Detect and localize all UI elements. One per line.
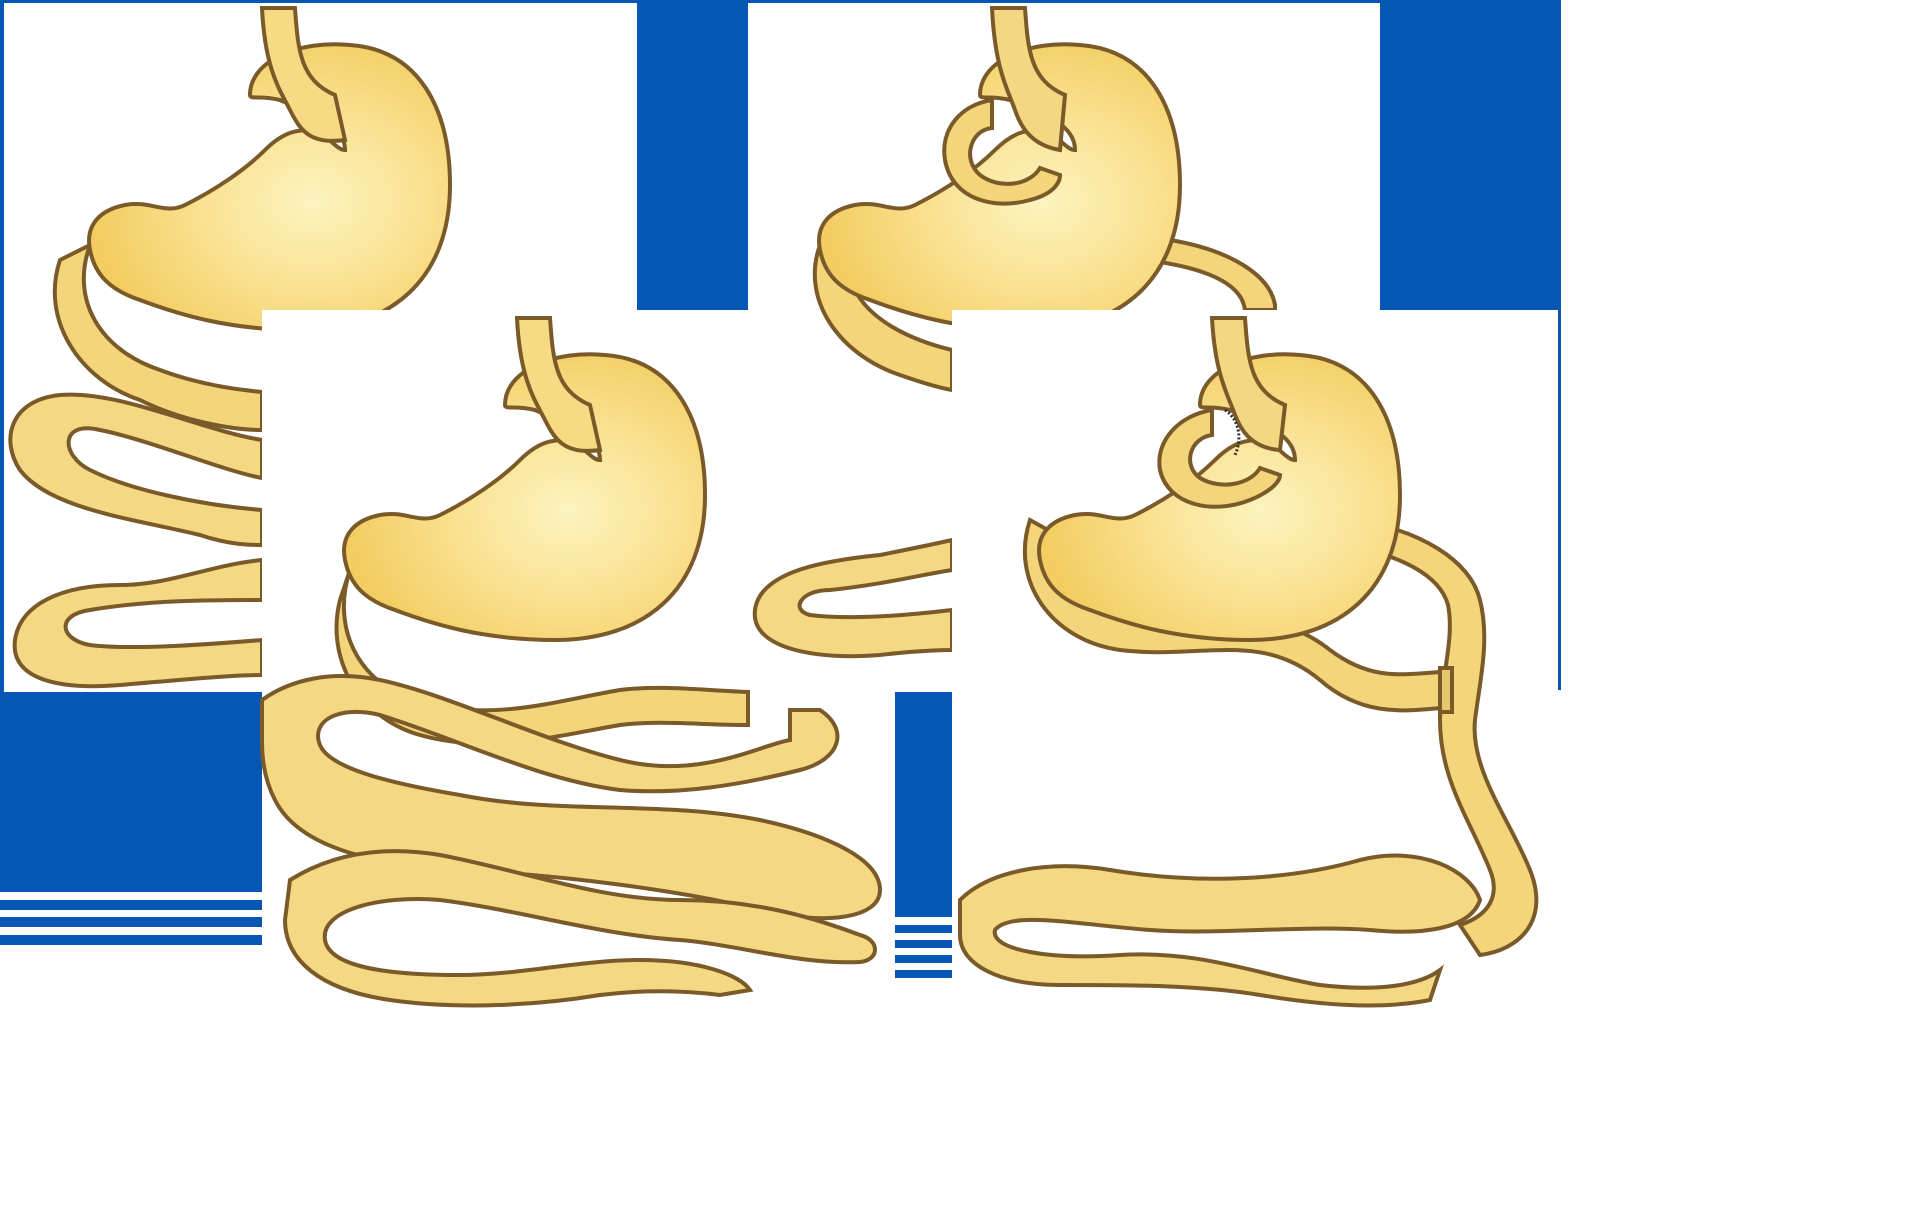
blue-stripe-2	[0, 917, 262, 927]
blue-stripe-6	[895, 955, 952, 963]
blue-right-edge	[1558, 310, 1561, 690]
panel-4-roux-en-y	[952, 310, 1558, 1005]
blue-stripe-5	[895, 940, 952, 948]
blue-stripe-7	[895, 970, 952, 978]
blue-block-bottom-left	[0, 692, 262, 892]
panel-3-normal-anatomy	[262, 310, 880, 1005]
blue-block-top-middle	[637, 0, 748, 310]
blue-block-top-right	[1380, 0, 1561, 310]
blue-block-bottom-middle	[895, 692, 952, 917]
blue-stripe-1	[0, 900, 262, 910]
blue-block-top-left-edge	[0, 0, 4, 700]
blue-stripe-3	[0, 935, 262, 945]
bypass-limb	[1160, 240, 1275, 310]
blue-top-line	[0, 0, 1561, 3]
blue-stripe-4	[895, 925, 952, 933]
